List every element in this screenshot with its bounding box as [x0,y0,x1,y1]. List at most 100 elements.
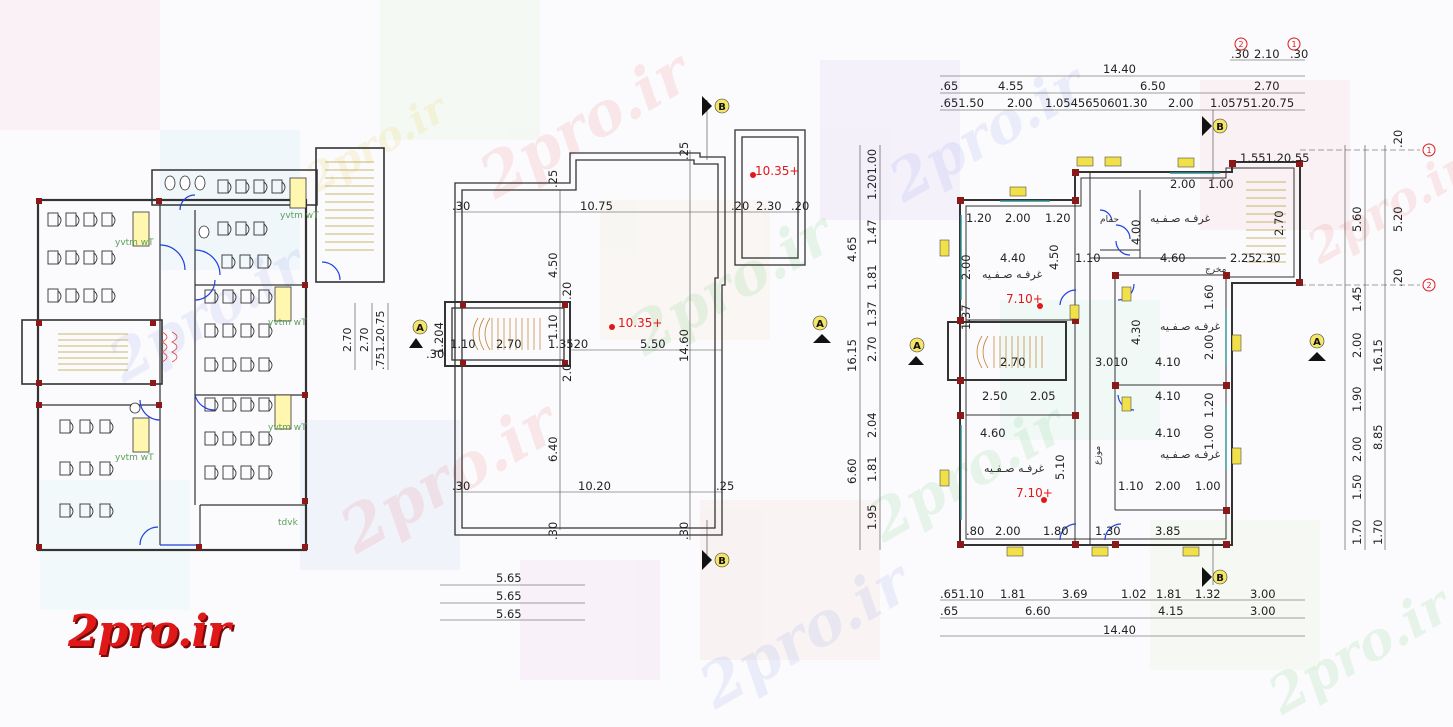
dimension: 1.05751.20.75 [1210,96,1294,110]
desk-icon [101,288,116,303]
dimension: 4.15 [1158,604,1184,618]
desk-icon [79,503,94,518]
dimension: 1.20 [1202,392,1216,418]
dimension: .20 [1391,130,1405,148]
desk-icon [240,431,255,446]
dimension: 4.00 [1129,219,1143,245]
desk-icon [204,323,219,338]
dimension: 1.00 [1202,424,1216,450]
dimension: .30 [1231,47,1249,61]
dimension: 14.40 [1103,623,1136,637]
dimension: 2.00 [1007,96,1033,110]
desk-icon [47,288,62,303]
desk-icon [240,397,255,412]
dimension: 1.37 [865,301,879,327]
dimension: 1.60 [1202,284,1216,310]
dimension: 6.50 [1140,79,1166,93]
desk-icon [83,212,98,227]
dimension: 2.70 [1000,355,1026,369]
dimension: 1.20 [966,211,992,225]
dimension: 4.40 [1000,251,1026,265]
dimension: 16.15 [1371,339,1385,372]
room-name: غرفـه صـفـیه [1160,448,1221,461]
dimension: 2.00 [1350,436,1364,462]
desk-icon [79,461,94,476]
section-marker-label: B [718,556,726,567]
dimension: 4.55 [998,79,1024,93]
desk-icon [253,221,268,236]
dimension: 1.10 [1075,251,1101,265]
section-marker-icon: A [409,319,428,348]
desk-icon [221,254,236,269]
section-marker-icon: A [1308,333,1326,361]
room-name: غرفـه صـفـیه [1160,320,1221,333]
dimension: 1.10 [546,314,560,340]
room-name: حمام [1100,215,1119,225]
section-marker-icon: B [1202,567,1228,587]
grid-bubble-icon [1234,37,1248,51]
dimension: .80 [966,524,984,538]
dimension: 3.00 [1250,604,1276,618]
desk-icon [79,419,94,434]
plan-3-floor: 2 1 1 2 .30 2.10 .30 14.40 .65 4.55 6.50… [845,37,1436,637]
desk-icon [99,419,114,434]
dimension: 1.37 [959,304,973,330]
level-mark: 10.35+ [755,164,799,178]
desk-icon [222,289,237,304]
grid-label: 2 [1238,40,1243,49]
dimension: .651.50 [940,96,984,110]
dimension: 2.05 [1030,389,1056,403]
room-name: غرفـه صـفـیه [984,462,1045,475]
desk-icon [99,461,114,476]
dimension: 4.10 [1155,389,1181,403]
dimension: 2.70 [496,337,522,351]
desk-icon [59,461,74,476]
plan-2-roof: .30 10.75 .20 2.30 .20 .25 .25 4.50 .20 … [426,100,809,621]
dimension: 10.20 [578,479,611,493]
dimension: .751.20.75 [374,311,387,370]
dimension: .30 [426,347,444,361]
dimension: 3.85 [1155,524,1181,538]
dimension: 2.00 [1155,479,1181,493]
desk-icon [65,288,80,303]
dimension: 10.75 [580,199,613,213]
dimension: 5.65 [496,571,522,585]
dimension: 6.60 [1025,604,1051,618]
dimension: 1.70 [1350,519,1364,545]
desk-icon [204,289,219,304]
room-label: yvtm wT [115,453,154,463]
room-label: yvtm wT [280,211,319,221]
dimension: .30 [452,479,470,493]
dimension: 2.50 [982,389,1008,403]
dimension: 5.60 [1350,206,1364,232]
dimension: .25 [716,479,734,493]
dimension: 1.201.00 [865,149,879,200]
level-marker-icon [750,172,756,178]
dimension: 2.00 [1202,334,1216,360]
grid-bubble-icon [1287,37,1301,51]
desk-icon [239,254,254,269]
dimension: .30 [546,522,560,540]
plan-1-furniture-layout: yvtm wT yvtm wT yvtm wT yvtm wT yvtm wT … [21,147,389,552]
level-mark: 7.10+ [1016,486,1053,500]
level-marker-icon [609,324,615,330]
desk-icon [258,431,273,446]
desk-icon [101,212,116,227]
section-marker-label: A [416,323,424,334]
dimension: 2.00 [1005,211,1031,225]
dimension: .25 [546,170,560,188]
dimension: .30 [1290,47,1308,61]
room-name: مخرج [1205,265,1227,275]
desk-icon [258,323,273,338]
desk-icon [222,465,237,480]
dimension: 1.50 [1350,474,1364,500]
dimension: 1.70 [1371,519,1385,545]
desk-icon [271,179,286,194]
dimension: 2.00 [1168,96,1194,110]
dimension: 1.81 [865,456,879,482]
desk-icon [222,431,237,446]
dimension: 1.00 [1208,177,1234,191]
dimension: 4.60 [1160,251,1186,265]
dimension: 1.81 [865,264,879,290]
dimension: 2.04 [865,412,879,438]
